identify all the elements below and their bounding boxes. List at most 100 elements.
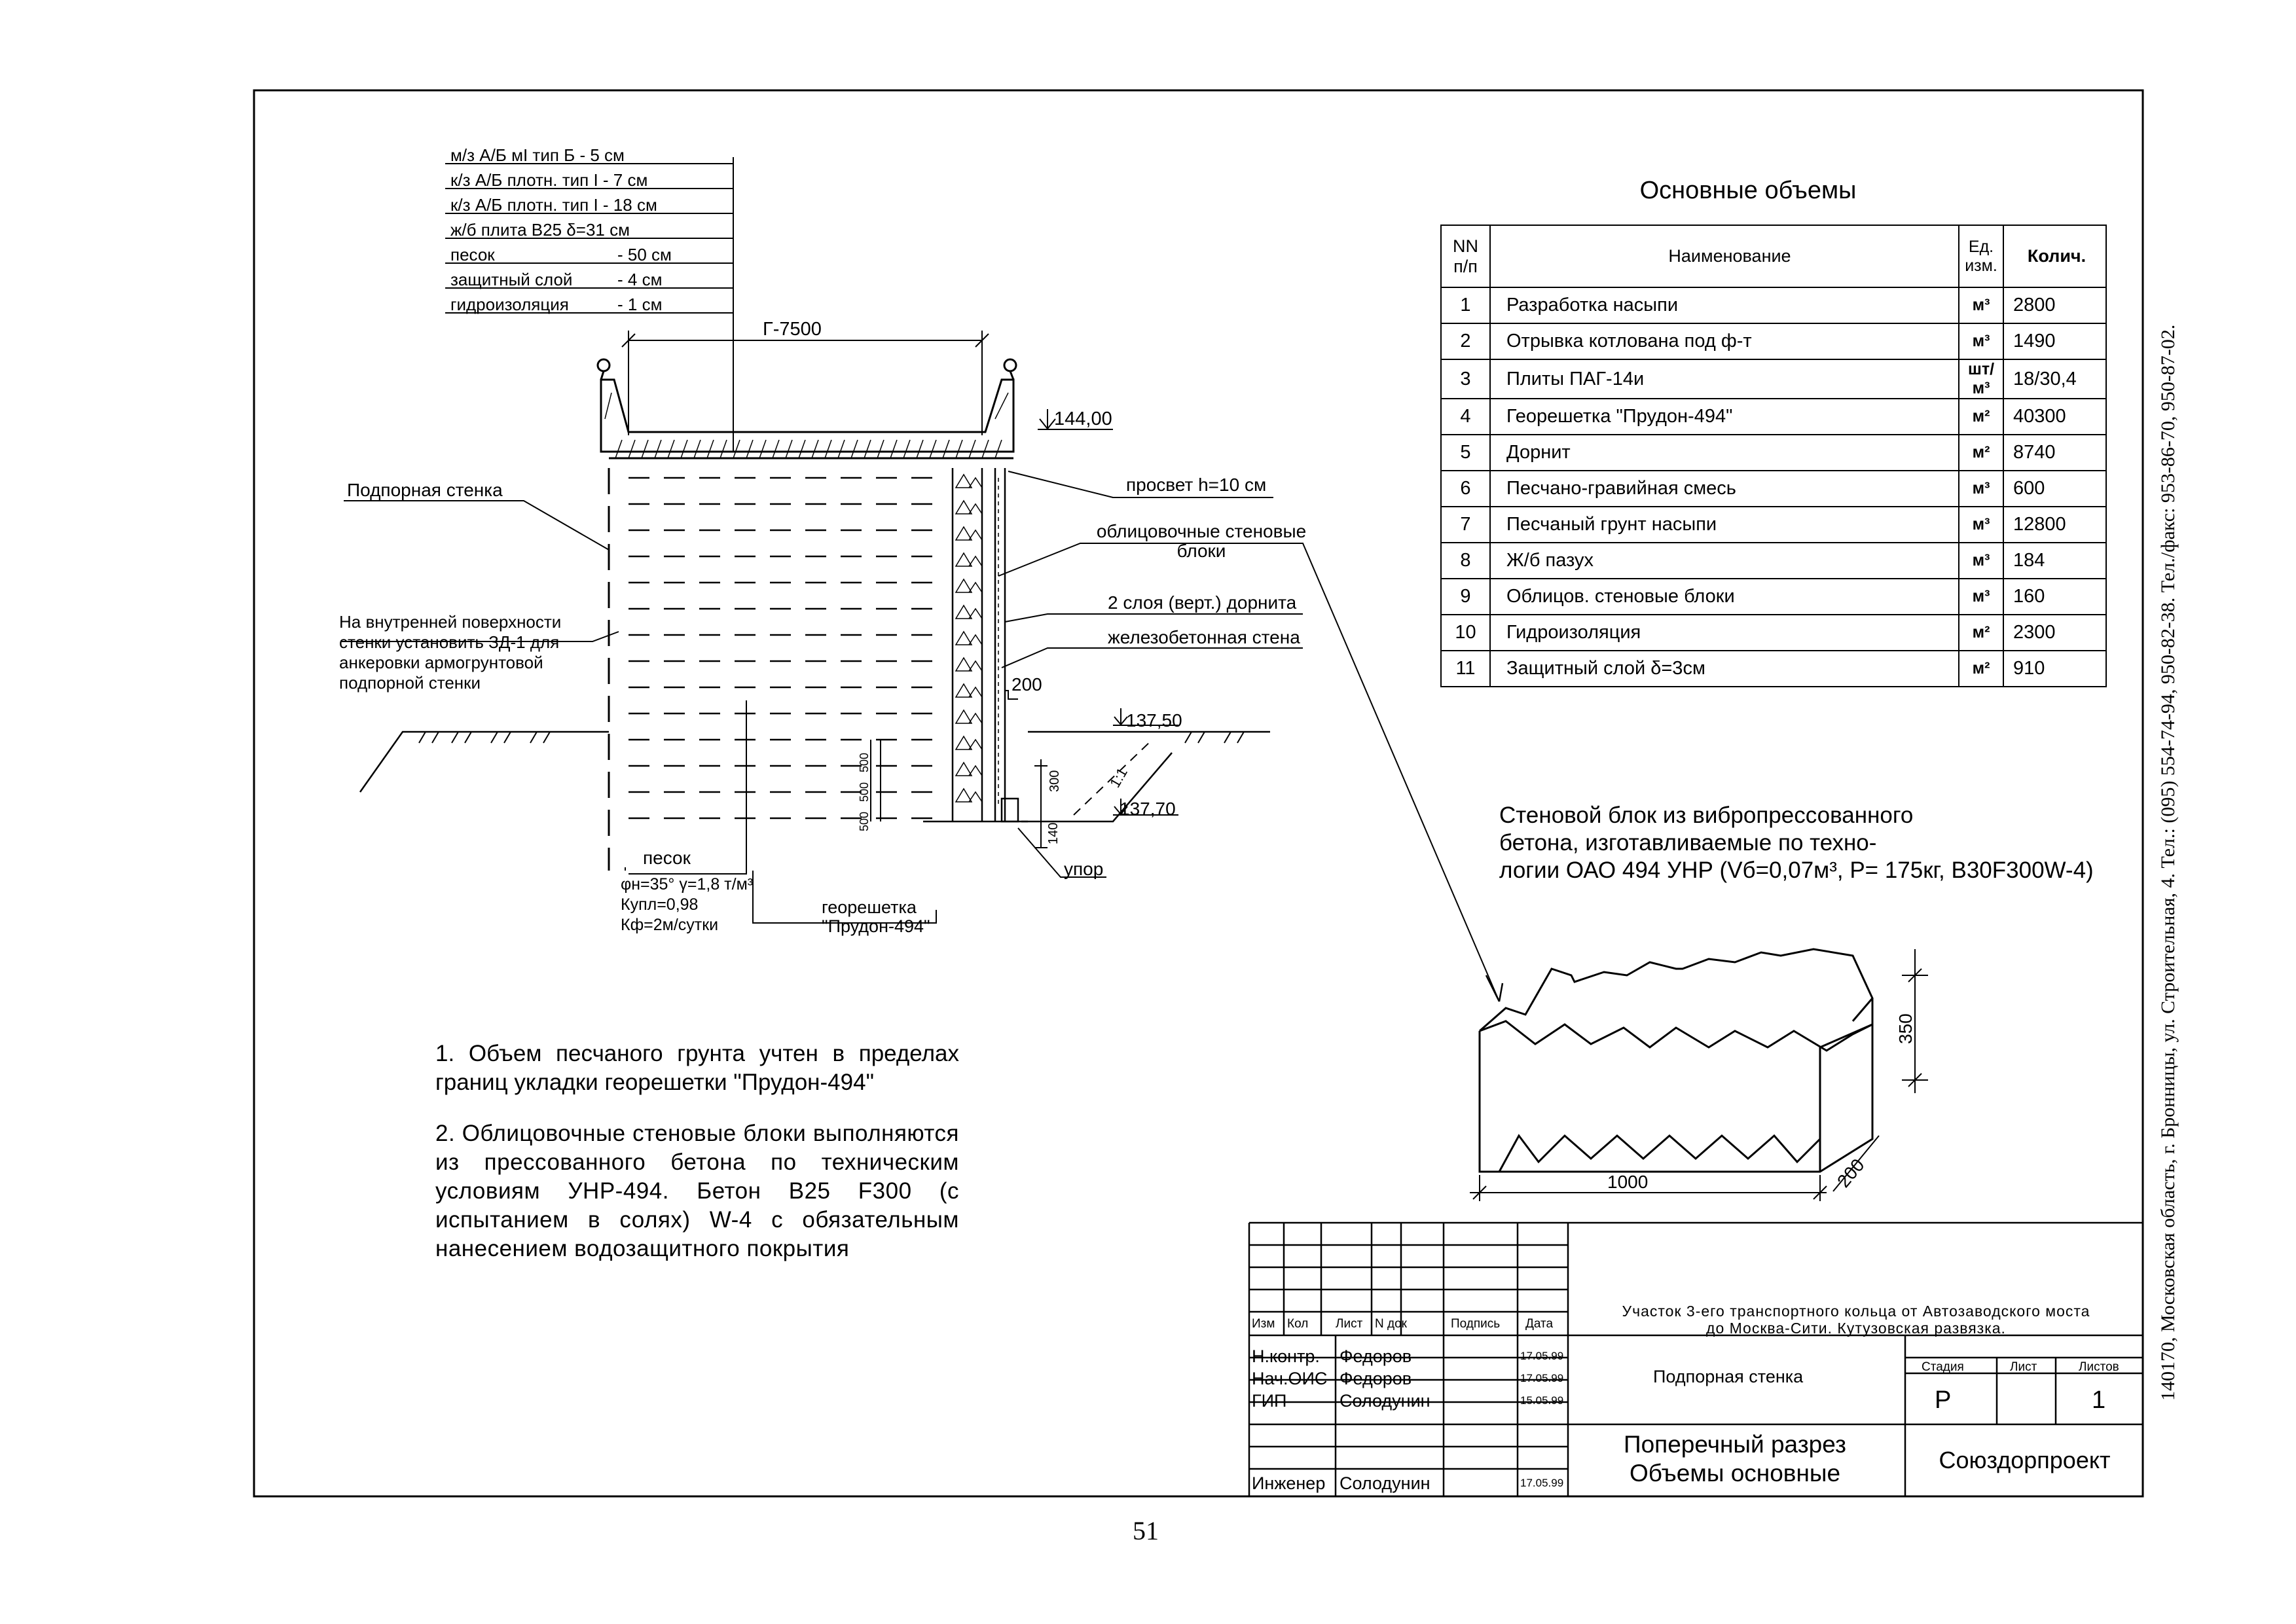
small-dimensions (870, 740, 1048, 848)
col-header: N док (1375, 1317, 1407, 1331)
col-header: Лист (1336, 1317, 1363, 1331)
row-name: Плиты ПАГ-14и (1489, 359, 1959, 399)
row-unit: м² (1958, 650, 2004, 687)
row-name: Разработка насыпи (1489, 287, 1959, 324)
row-qty: 18/30,4 (2003, 359, 2107, 399)
wall-block-drawing (1478, 948, 1874, 1173)
sign-date: 17.05.99 (1520, 1372, 1564, 1384)
table-header: NN п/п Наименование Ед. изм. Колич. (1440, 225, 2107, 288)
row-unit: м² (1958, 614, 2004, 651)
layer-thickness: - 1 см (617, 295, 663, 314)
row-name: Песчаный грунт насыпи (1489, 506, 1959, 543)
object-name: Подпорная стенка (1653, 1367, 1804, 1386)
elevation-marker-top (1038, 409, 1113, 430)
project-line: до Москва-Сити. Кутузовская развязка. (1706, 1320, 2006, 1337)
layer-name: защитный слой (450, 270, 573, 289)
row-name: Георешетка "Прудон-494" (1489, 398, 1959, 435)
row-no: 7 (1440, 506, 1491, 543)
layer-row: ж/б плита В25 δ=31 см (450, 220, 630, 240)
stage-label: Стадия (1922, 1360, 1964, 1374)
sign-role: ГИП (1252, 1391, 1287, 1411)
row-name: Дорнит (1489, 434, 1959, 471)
layer-name: к/з А/Б плотн. тип I - 18 см (450, 195, 657, 215)
row-name: Облицов. стеновые блоки (1489, 578, 1959, 615)
row-no: 2 (1440, 323, 1491, 360)
ground-hatch (418, 731, 1245, 744)
inner-surface-note: На внутренней поверхности стенки установ… (339, 612, 561, 693)
project-name: Участок 3-его транспортного кольца от Ав… (1578, 1303, 2134, 1337)
page-number: 51 (1133, 1516, 1159, 1545)
company-name: Союздорпроект (1939, 1447, 2111, 1473)
row-unit: м³ (1958, 470, 2004, 507)
geogrid-label: георешетка "Прудон-494" (822, 898, 930, 936)
layer-row: к/з А/Б плотн. тип I - 18 см (450, 195, 657, 215)
block-caption: Стеновой блок из вибропрессованного бето… (1499, 802, 2094, 884)
col-header: Дата (1525, 1317, 1554, 1331)
title-line: Объемы основные (1629, 1460, 1841, 1487)
leader-arrow (1485, 975, 1504, 1002)
dim-500: 500 (858, 782, 871, 802)
header-name: Наименование (1489, 225, 1959, 288)
row-unit: шт/м³ (1958, 359, 2004, 399)
row-no: 6 (1440, 470, 1491, 507)
volumes-title: Основные объемы (1639, 177, 1857, 204)
facing-wall (923, 468, 1028, 823)
layer-legend-lines (445, 157, 734, 452)
row-unit: м² (1958, 398, 2004, 435)
dim-140: 140 (1046, 822, 1061, 844)
block-height-dim: 350 (1895, 1013, 1916, 1044)
row-name: Защитный слой δ=3см (1489, 650, 1959, 687)
header-qty: Колич. (2003, 225, 2107, 288)
row-no: 4 (1440, 398, 1491, 435)
row-unit: м³ (1958, 287, 2004, 324)
sheets-value: 1 (2092, 1386, 2106, 1414)
sign-date: 17.05.99 (1520, 1477, 1564, 1489)
width-dimension (621, 331, 989, 435)
layer-row: песок- 50 см (450, 245, 672, 265)
col-header: Подпись (1451, 1317, 1501, 1331)
note-line: На внутренней поверхности (339, 612, 562, 632)
note-line: подпорной стенки (339, 673, 481, 693)
row-qty: 2800 (2003, 287, 2107, 324)
row-unit: м² (1958, 434, 2004, 471)
caption-line: Стеновой блок из вибропрессованного (1499, 803, 1914, 828)
sign-role: Н.контр. (1252, 1346, 1320, 1366)
elevation-bottom: 137,70 (1120, 799, 1176, 819)
layer-thickness: - 4 см (617, 270, 663, 289)
retaining-wall-label: Подпорная стенка (347, 480, 503, 500)
row-no: 9 (1440, 578, 1491, 615)
layer-name: к/з А/Б плотн. тип I - 7 см (450, 170, 648, 190)
layer-name: м/з А/Б мI тип Б - 5 см (450, 145, 625, 165)
sign-date: 17.05.99 (1520, 1350, 1564, 1362)
layer-row: к/з А/Б плотн. тип I - 7 см (450, 170, 647, 190)
row-qty: 2300 (2003, 614, 2107, 651)
header-no: NN п/п (1440, 225, 1491, 288)
row-name: Гидроизоляция (1489, 614, 1959, 651)
row-name: Ж/б пазух (1489, 542, 1959, 579)
layer-name: ж/б плита В25 δ=31 см (450, 220, 630, 240)
row-unit: м³ (1958, 542, 2004, 579)
dim-500: 500 (858, 811, 871, 831)
sign-name: Федоров (1339, 1369, 1412, 1388)
drawing-title: Поперечный разрез Объемы основные (1578, 1430, 1892, 1488)
sign-role: Нач.ОИС (1252, 1369, 1328, 1388)
label-line: георешетка (822, 897, 917, 917)
dim-300: 300 (1048, 770, 1062, 792)
facing-block-marks (955, 473, 999, 805)
row-no: 10 (1440, 614, 1491, 651)
elevation-marker-bottom (1113, 799, 1178, 816)
label-line: облицовочные стеновые (1096, 521, 1307, 541)
note-line: стенки установить ЗД-1 для (339, 632, 560, 652)
block-length-dim: 1000 (1607, 1172, 1649, 1192)
sign-date: 15.05.99 (1520, 1394, 1564, 1407)
sheets-label: Листов (2079, 1360, 2119, 1374)
